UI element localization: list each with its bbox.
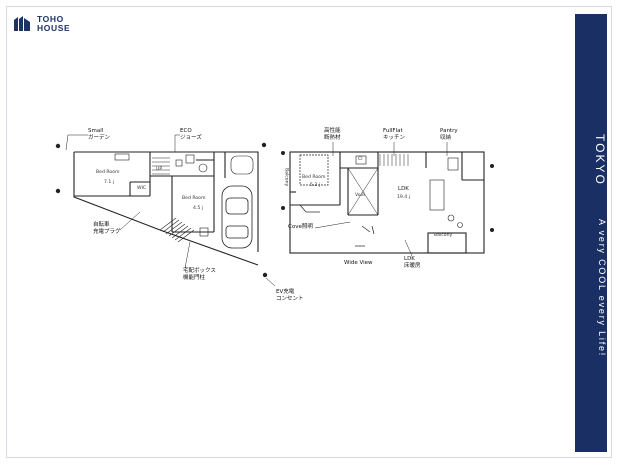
f2-closet: Cl xyxy=(358,157,363,162)
insulation-l2: 断熱材 xyxy=(324,135,341,141)
f1-bedroom1-name: Bed Room xyxy=(96,170,120,175)
floor1-lights xyxy=(55,142,268,278)
floor2-fixtures xyxy=(355,155,463,228)
house-logo-icon xyxy=(14,16,30,31)
brand-line1: TOHO xyxy=(37,14,64,24)
fullflat-kitchen-label: FullFlat キッチン xyxy=(383,128,405,142)
f1-bedroom2-size: 4.5 j xyxy=(193,206,204,211)
sidebar-tagline: A very COOL every Life! xyxy=(597,219,607,358)
f2-balcony-left: Balcony xyxy=(283,168,289,187)
bicycle-plug-label: 自転車 充電プラグ xyxy=(93,222,121,236)
floor1-leaders xyxy=(65,134,276,287)
f1-wic: WIC xyxy=(137,186,147,191)
floor1-approach xyxy=(159,217,209,243)
small-garden-label: Small ガーデン xyxy=(88,128,110,142)
brand-name: TOHO HOUSE xyxy=(37,15,70,33)
ev-l2: コンセント xyxy=(276,296,304,302)
ev-outlet-label: EV充電 コンセント xyxy=(276,289,304,303)
pantry-en: Pantry xyxy=(440,128,458,134)
floor2-lights xyxy=(281,151,494,232)
eco-label: ECO ジョーズ xyxy=(180,128,202,142)
floor2-balcony xyxy=(299,154,329,213)
floor2-stairs xyxy=(379,154,409,166)
f2-ldk-size: 19.4 j xyxy=(397,195,410,200)
brand-line2: HOUSE xyxy=(37,23,71,33)
f2-bedroom-size: 5.2 j xyxy=(310,183,321,188)
f2-ldk-name: LDK xyxy=(398,186,409,192)
bicycle-l2: 充電プラグ xyxy=(93,229,121,235)
insulation-label: 高性能 断熱材 xyxy=(324,128,341,142)
f1-bedroom2-name: Bed Room xyxy=(182,196,206,201)
eco-en: ECO xyxy=(180,128,192,134)
wide-view-label: Wide View xyxy=(344,260,373,266)
small-garden-en: Small xyxy=(88,128,104,134)
floor2-leaders xyxy=(314,142,448,257)
eco-jp: ジョーズ xyxy=(180,135,202,141)
pantry-jp: 収納 xyxy=(440,135,452,141)
floor1-walls xyxy=(73,151,259,266)
f2-void: Void xyxy=(355,193,365,198)
f2-bedroom-name: Bed Room xyxy=(302,175,326,180)
car-icon xyxy=(221,185,253,249)
delivery-l1: 宅配ボックス xyxy=(183,268,216,274)
wide-view-arrow xyxy=(355,225,375,247)
floor2-walls xyxy=(289,151,485,254)
f2-balcony-bottom: Balcony xyxy=(434,233,453,238)
sidebar-banner: TOKYO A very COOL every Life! xyxy=(575,14,607,452)
fullflat-en: FullFlat xyxy=(383,128,403,134)
void-area xyxy=(347,167,379,216)
ldk-floor-heating-label: LDK 床暖房 xyxy=(404,256,421,270)
ev-l1: EV充電 xyxy=(276,289,295,295)
insulation-l1: 高性能 xyxy=(324,128,341,134)
small-garden-jp: ガーデン xyxy=(88,135,111,141)
floor1-stairs xyxy=(152,157,170,175)
bicycle-l1: 自転車 xyxy=(93,222,110,228)
ldk-en: LDK xyxy=(404,256,415,262)
floor1-fixtures xyxy=(114,153,254,175)
f1-bedroom1-size: 7.1 j xyxy=(104,180,115,185)
ldk-jp: 床暖房 xyxy=(404,263,421,269)
f1-up: UP xyxy=(156,167,163,172)
fullflat-jp: キッチン xyxy=(383,135,406,141)
delivery-l2: 機能門柱 xyxy=(183,275,206,281)
sidebar-title: TOKYO xyxy=(593,134,607,186)
pantry-label: Pantry 収納 xyxy=(440,128,458,142)
page-frame xyxy=(6,6,612,458)
brand-logo: TOHO HOUSE xyxy=(12,14,70,34)
cove-light-label: Cove照明 xyxy=(288,224,313,230)
delivery-box-label: 宅配ボックス 機能門柱 xyxy=(183,268,216,282)
